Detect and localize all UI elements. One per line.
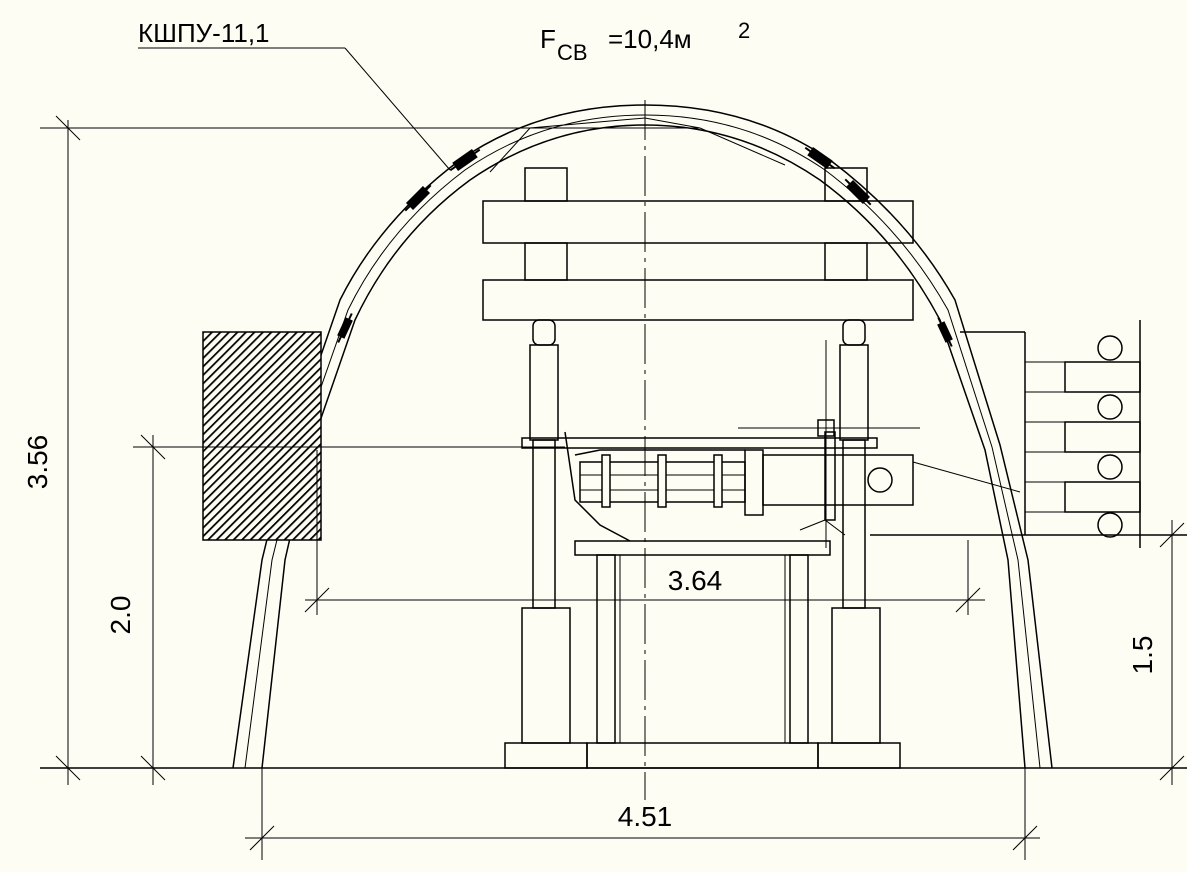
area-value: =10,4м [608, 24, 692, 54]
dimension-lines [40, 115, 1185, 860]
clamp-left-upper [404, 184, 432, 212]
area-symbol: F [540, 24, 556, 54]
clamp-right-top [804, 146, 836, 170]
hatched-rock-block [202, 331, 322, 541]
cross-section-area-label: F СВ =10,4м 2 [540, 18, 750, 65]
clamp-joints [337, 146, 953, 347]
area-exponent: 2 [738, 18, 750, 43]
clamp-left-lower [337, 313, 353, 343]
area-subscript: СВ [557, 40, 588, 65]
hydraulic-props [504, 319, 901, 769]
clamp-right-lower [937, 317, 953, 347]
drill-rig [521, 340, 1021, 548]
support-type-label: КШПУ-11,1 [138, 18, 270, 48]
dim-width-springline: 3.64 [668, 565, 723, 596]
clamp-left-top [449, 148, 481, 172]
dim-height-total: 3.56 [22, 435, 53, 490]
dim-width-base: 4.51 [618, 801, 673, 832]
drill-table [574, 540, 831, 744]
dim-height-springline: 2.0 [105, 596, 136, 635]
dim-height-right: 1.5 [1127, 636, 1158, 675]
arch-support [232, 104, 1053, 769]
mine-wagon [870, 320, 1187, 548]
support-label-leader [138, 47, 451, 171]
timber-crib [482, 167, 914, 321]
